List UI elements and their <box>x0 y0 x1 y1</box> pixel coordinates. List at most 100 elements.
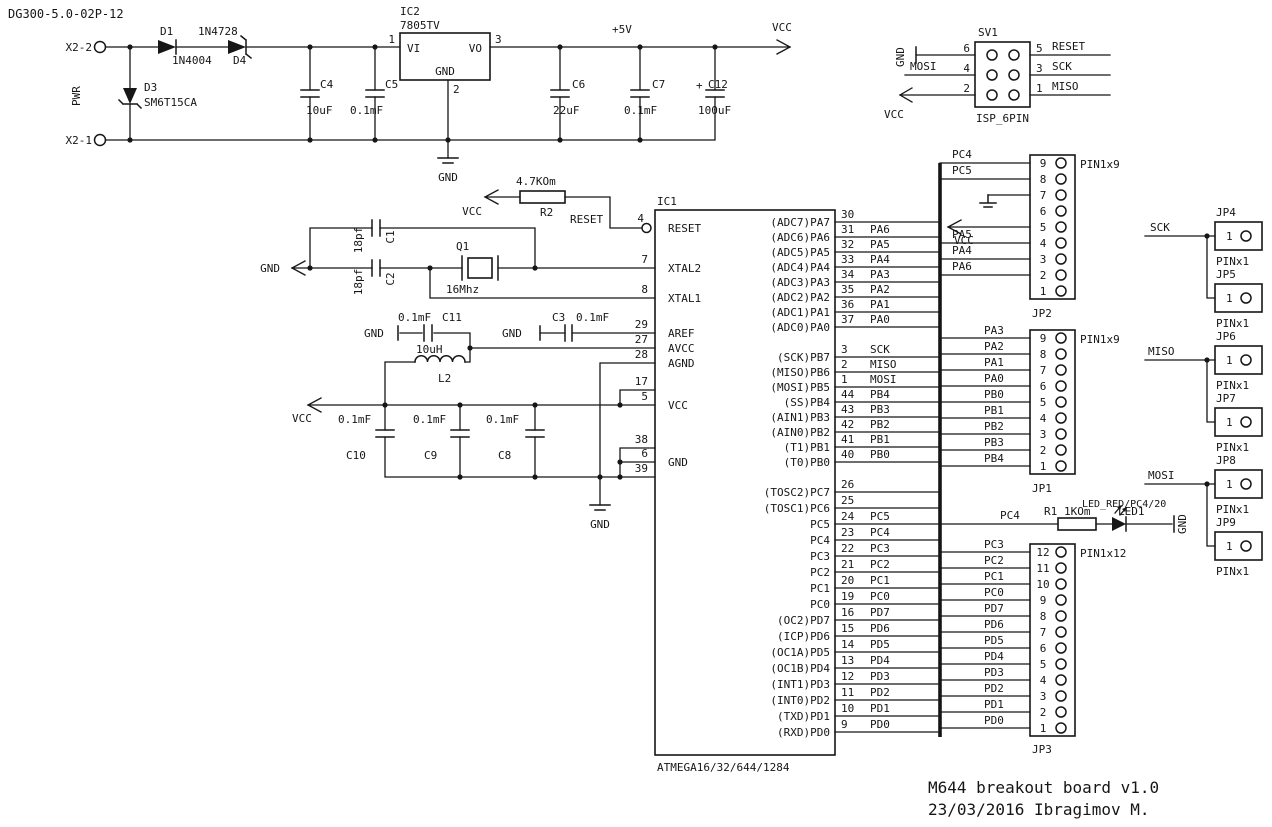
header-value: PINx1 <box>1216 441 1249 454</box>
pin-pad <box>1055 253 1067 265</box>
c6-value: 22uF <box>553 104 580 117</box>
net-label: PA1 <box>870 298 890 311</box>
pin-number: 1 <box>1226 478 1233 491</box>
net-label: PC5 <box>870 510 890 523</box>
net-label: PD7 <box>984 602 1004 615</box>
header-name: JP6 <box>1216 330 1236 343</box>
led1-name: LED1 <box>1118 505 1145 518</box>
r1-resistor-body <box>1057 517 1097 531</box>
jp3-value: PIN1x12 <box>1080 547 1126 560</box>
r1-value: 1KOm <box>1064 505 1091 518</box>
c11-value: 0.1mF <box>398 311 431 324</box>
header-name: JP5 <box>1216 268 1236 281</box>
bottom-gnd-symbol <box>589 504 611 511</box>
pin-name: (ADC5)PA5 <box>770 246 830 259</box>
connector-pin-row: PD4 5 <box>939 650 1067 671</box>
power-section-wires <box>104 46 791 164</box>
sv1-pin3-pad <box>1008 69 1020 81</box>
connector-pin-row: PD1 2 <box>939 698 1067 719</box>
pin-number: 1 <box>1040 285 1047 298</box>
net-label: PB4 <box>870 388 890 401</box>
connector-pin-row: 7 <box>1040 189 1067 202</box>
pin-pad <box>1055 380 1067 392</box>
ic2-value: 7805TV <box>400 19 440 32</box>
pin-number: 1 <box>1226 354 1233 367</box>
pin-name: PC5 <box>810 518 830 531</box>
net-label: PD4 <box>870 654 890 667</box>
pin-name: PC0 <box>810 598 830 611</box>
ic1-pin-row: PC1 20 PC1 <box>810 574 941 595</box>
ic2-vi-label: VI <box>407 42 420 55</box>
net-label: PD6 <box>984 618 1004 631</box>
net-label: PA4 <box>870 253 890 266</box>
pin-number: 1 <box>1226 230 1233 243</box>
pin-number: 14 <box>841 638 855 651</box>
pin-number: 1 <box>1040 460 1047 473</box>
pin-number: 16 <box>841 606 854 619</box>
reset-wires <box>484 196 642 229</box>
aux-sck-net: SCK <box>1150 221 1170 234</box>
reset-section <box>484 190 652 234</box>
c3-value: 0.1mF <box>576 311 609 324</box>
isp-reset-net: RESET <box>1052 40 1085 53</box>
connector-pin-row: PD6 7 <box>939 618 1067 639</box>
connector-pin-row: PB3 2 <box>939 436 1067 457</box>
pin-number: 4 <box>1040 412 1047 425</box>
ic1-xtal2-label: XTAL2 <box>668 262 701 275</box>
pin-name: PC3 <box>810 550 830 563</box>
pin-number: 8 <box>1040 173 1047 186</box>
pin-pad <box>1055 348 1067 360</box>
c5-name: C5 <box>385 78 398 91</box>
pin-name: (ADC3)PA3 <box>770 276 830 289</box>
ic1-pin-row: (RXD)PD0 9 PD0 <box>777 718 941 739</box>
pin-pad <box>1055 173 1067 185</box>
d3-tvs-symbol <box>123 88 137 104</box>
power-cap-plates <box>300 89 725 98</box>
net-label: PA1 <box>984 356 1004 369</box>
pin-name: (ADC6)PA6 <box>770 231 830 244</box>
jp2-vcc-label: VCC <box>954 234 974 247</box>
connector-pin-row: PB2 3 <box>939 420 1067 441</box>
analog-section <box>384 324 656 511</box>
q1-value: 16Mhz <box>446 283 479 296</box>
ic1-avcc-number: 27 <box>635 333 648 346</box>
c11-gnd-label: GND <box>364 327 384 340</box>
pin-number: 22 <box>841 542 854 555</box>
ic1-gnd-number-38: 38 <box>635 433 648 446</box>
pin-pad <box>1055 428 1067 440</box>
pin-number: 1 <box>1226 540 1233 553</box>
ic1-pin-row: PC0 19 PC0 <box>810 590 941 611</box>
pin-number: 5 <box>1040 396 1047 409</box>
pin-number: 3 <box>841 343 848 356</box>
ic1-avcc-label: AVCC <box>668 342 695 355</box>
pin-number: 1 <box>1226 416 1233 429</box>
ic2-regulator-body <box>399 32 491 81</box>
isp-wires <box>899 54 1111 96</box>
net-label: PB4 <box>984 452 1004 465</box>
pin-number: 9 <box>1040 594 1047 607</box>
ic1-portc-rows: (TOSC2)PC7 26 (TOSC1)PC6 25 PC5 24 PC5 P… <box>764 478 941 611</box>
vcc-gnd-wires <box>307 389 656 478</box>
c10-value: 0.1mF <box>338 413 371 426</box>
pin-number: 4 <box>1040 674 1047 687</box>
jp2-value: PIN1x9 <box>1080 158 1120 171</box>
net-label: PD4 <box>984 650 1004 663</box>
c1-name: C1 <box>384 230 397 243</box>
junction-dots <box>127 44 1210 487</box>
aux-header: JP5 1 PINx1 <box>1214 268 1263 330</box>
c10-name: C10 <box>346 449 366 462</box>
pin-pad <box>1240 292 1252 304</box>
pin-number: 23 <box>841 526 854 539</box>
header-body <box>1214 531 1263 561</box>
l2-value: 10uH <box>416 343 443 356</box>
pin-name: (AIN0)PB2 <box>770 426 830 439</box>
connector-pin-row: PC2 11 <box>939 554 1067 575</box>
sv1-pin6-pad <box>986 49 998 61</box>
net-label: PD7 <box>870 606 890 619</box>
led1-arrowhead-1 <box>1117 505 1122 510</box>
c9-name: C9 <box>424 449 437 462</box>
ic1-pin-row: (OC1B)PD4 13 PD4 <box>770 654 941 675</box>
net-label: PC4 <box>870 526 890 539</box>
sv1-pin4-number: 4 <box>963 62 970 75</box>
power-gnd-label: GND <box>438 171 458 184</box>
